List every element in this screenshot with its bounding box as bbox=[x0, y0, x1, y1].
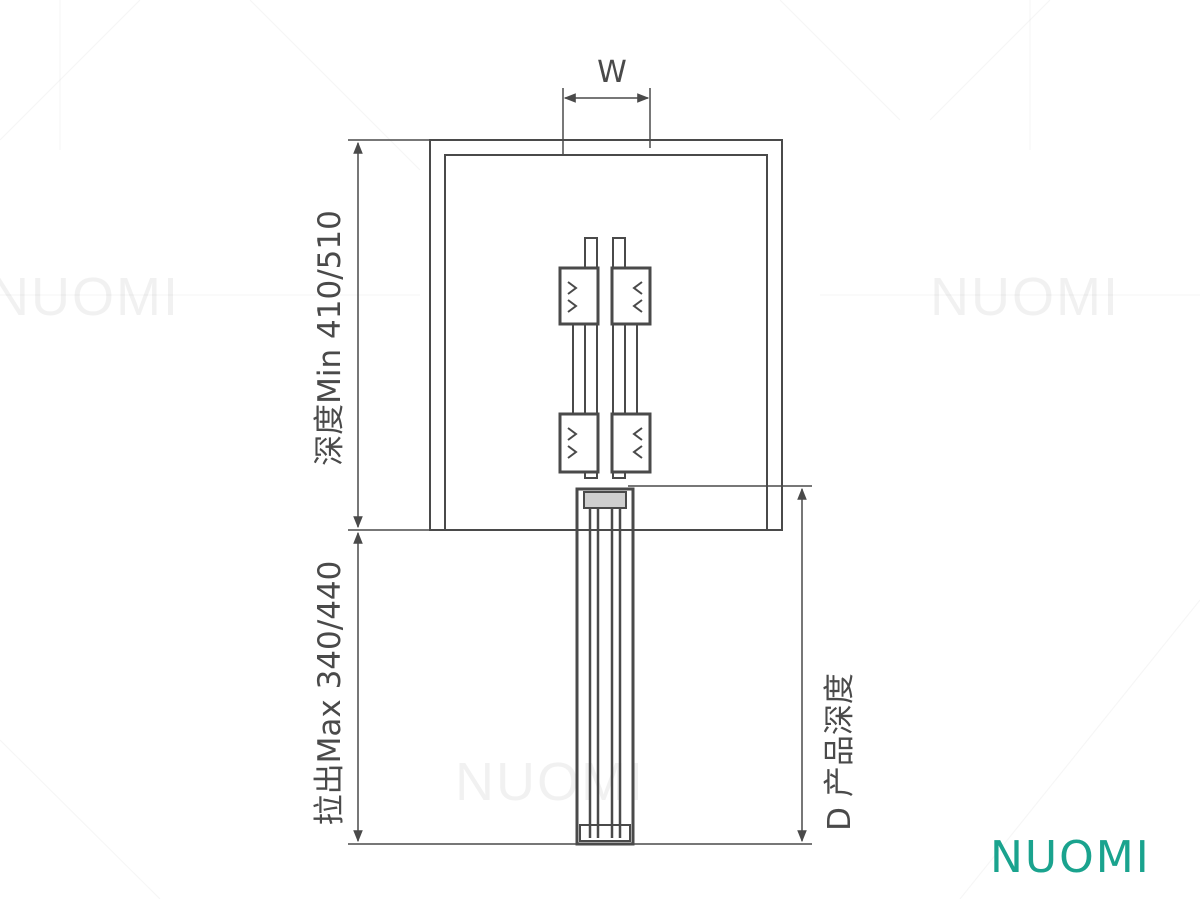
width-label: W bbox=[597, 55, 627, 90]
product-depth-label: D 产品深度 bbox=[822, 673, 858, 831]
pullout-section bbox=[575, 487, 635, 846]
pullout-label: 拉出Max 340/440 bbox=[312, 561, 348, 826]
watermark-right: NUOMI bbox=[930, 267, 1120, 327]
bracket-bottom-right bbox=[610, 412, 652, 474]
rail-assembly bbox=[558, 237, 652, 479]
bracket-top-right bbox=[610, 266, 652, 326]
depth-dimension bbox=[348, 139, 430, 529]
width-dimension bbox=[562, 88, 651, 155]
depth-label: 深度Min 410/510 bbox=[312, 210, 348, 466]
nuomi-logo: NUOMI bbox=[990, 832, 1151, 883]
bracket-top-left bbox=[558, 266, 600, 326]
product-depth-dimension bbox=[628, 485, 812, 843]
watermark-left: NUOMI bbox=[0, 267, 180, 327]
cabinet-outer bbox=[429, 139, 783, 531]
cabinet bbox=[348, 139, 783, 531]
watermark-bottom: NUOMI bbox=[455, 752, 645, 812]
bracket-bottom-left bbox=[558, 412, 600, 474]
cabinet-inner bbox=[444, 154, 768, 530]
